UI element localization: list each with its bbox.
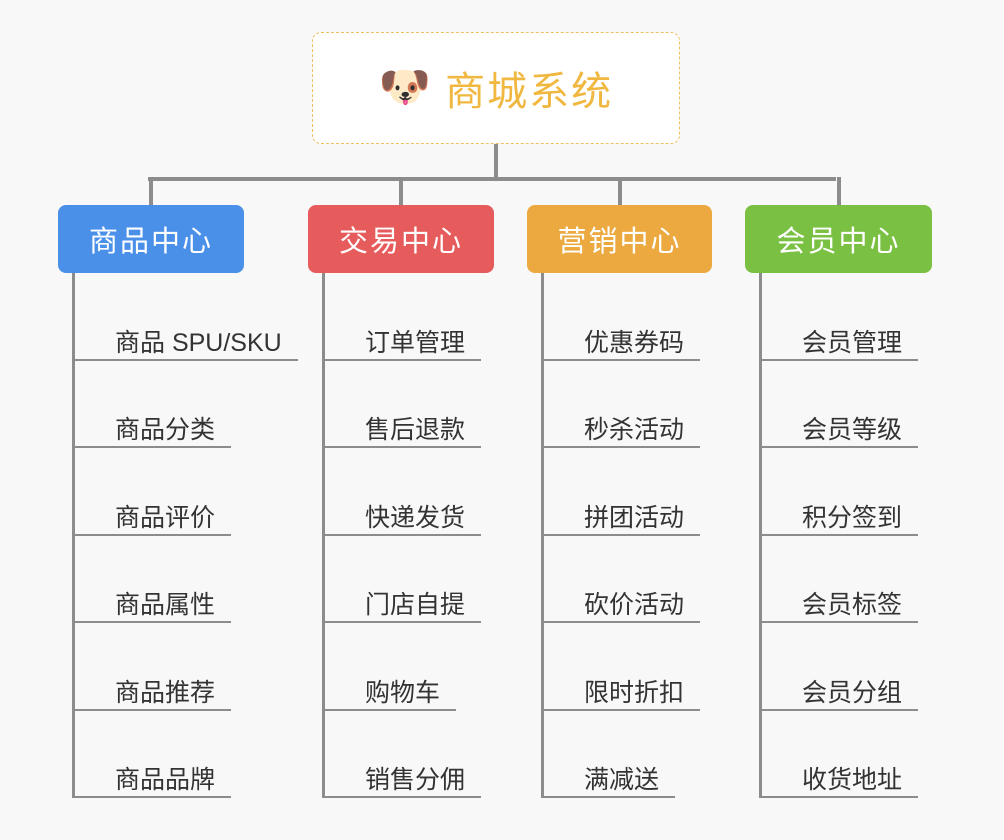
- leaf-item-underline: [762, 446, 918, 448]
- leaf-item-label: 会员标签: [802, 591, 903, 619]
- leaf-item-underline: [75, 446, 231, 448]
- leaf-item-underline: [75, 708, 231, 711]
- leaf-item-underline: [762, 358, 918, 361]
- leaf-item-label: 商品分类: [115, 416, 216, 444]
- column-product-center: 商品中心商品 SPU/SKU 商品分类商品评价商品属性商品推荐商品品牌: [58, 205, 298, 798]
- leaf-item-underline: [325, 533, 481, 536]
- leaf-list-marketing-center: 优惠券码秒杀活动拼团活动砍价活动限时折扣满减送: [541, 273, 712, 798]
- leaf-list-member-center: 会员管理会员等级积分签到会员标签会员分组收货地址: [759, 273, 932, 798]
- root-node-title: 商城系统: [445, 70, 614, 114]
- leaf-item-label: 满减送: [584, 766, 660, 794]
- connector-drop-marketing-center: [617, 177, 622, 205]
- leaf-item[interactable]: 收货地址: [762, 711, 932, 798]
- leaf-item-underline: [325, 621, 481, 623]
- leaf-item[interactable]: 销售分佣: [325, 711, 494, 798]
- category-header-label: 营销中心: [557, 226, 682, 258]
- leaf-item-label: 购物车: [365, 678, 441, 707]
- connector-drop-member-center: [836, 177, 841, 205]
- leaf-item[interactable]: 会员标签: [762, 536, 932, 623]
- leaf-item-underline: [762, 621, 918, 623]
- leaf-item-label: 优惠券码: [584, 328, 685, 357]
- leaf-item-label: 门店自提: [365, 591, 466, 619]
- leaf-item[interactable]: 积分签到: [762, 448, 932, 536]
- category-header-label: 交易中心: [338, 226, 463, 258]
- connector-root-stem: [494, 144, 498, 180]
- leaf-item-underline: [762, 533, 918, 536]
- leaf-item[interactable]: 商品分类: [75, 361, 244, 448]
- leaf-item-label: 限时折扣: [584, 678, 685, 707]
- leaf-item-label: 砍价活动: [584, 591, 685, 619]
- leaf-item[interactable]: 商品推荐: [75, 623, 244, 711]
- category-header-product-center[interactable]: 商品中心: [58, 205, 244, 273]
- leaf-item-underline: [75, 358, 298, 361]
- leaf-item-underline: [325, 446, 481, 448]
- leaf-list-trade-center: 订单管理售后退款快递发货门店自提购物车销售分佣: [322, 273, 494, 798]
- leaf-item[interactable]: 快递发货: [325, 448, 494, 536]
- leaf-item-underline: [544, 446, 700, 448]
- root-node-mall-system[interactable]: 🐶 商城系统: [312, 32, 680, 144]
- category-header-marketing-center[interactable]: 营销中心: [527, 205, 712, 273]
- column-trade-center: 交易中心订单管理售后退款快递发货门店自提购物车销售分佣: [308, 205, 494, 798]
- leaf-item[interactable]: 满减送: [544, 711, 712, 798]
- leaf-item[interactable]: 会员分组: [762, 623, 932, 711]
- leaf-list-product-center: 商品 SPU/SKU 商品分类商品评价商品属性商品推荐商品品牌: [72, 273, 298, 798]
- leaf-item-label: 销售分佣: [365, 766, 466, 794]
- category-header-member-center[interactable]: 会员中心: [745, 205, 932, 273]
- leaf-item-label: 售后退款: [365, 416, 466, 444]
- column-marketing-center: 营销中心优惠券码秒杀活动拼团活动砍价活动限时折扣满减送: [527, 205, 712, 798]
- leaf-item-label: 商品评价: [115, 503, 216, 532]
- category-header-trade-center[interactable]: 交易中心: [308, 205, 494, 273]
- leaf-item-underline: [544, 708, 700, 711]
- leaf-item-label: 会员等级: [802, 416, 903, 444]
- leaf-item[interactable]: 会员等级: [762, 361, 932, 448]
- leaf-item-underline: [325, 358, 481, 361]
- leaf-item[interactable]: 秒杀活动: [544, 361, 712, 448]
- leaf-item-label: 商品 SPU/SKU: [115, 328, 282, 357]
- connector-drop-product-center: [149, 177, 153, 205]
- leaf-item[interactable]: 拼团活动: [544, 448, 712, 536]
- leaf-item-underline: [762, 796, 918, 798]
- leaf-item[interactable]: 商品评价: [75, 448, 244, 536]
- connector-drop-trade-center: [399, 177, 403, 205]
- category-header-label: 商品中心: [88, 226, 213, 258]
- leaf-item[interactable]: 优惠券码: [544, 273, 712, 361]
- leaf-item[interactable]: 砍价活动: [544, 536, 712, 623]
- leaf-item-label: 商品属性: [115, 591, 216, 619]
- leaf-item-label: 订单管理: [365, 328, 466, 357]
- leaf-item-underline: [75, 621, 231, 623]
- leaf-item-label: 拼团活动: [584, 503, 685, 532]
- leaf-item[interactable]: 购物车: [325, 623, 494, 711]
- leaf-item-label: 快递发货: [365, 503, 466, 532]
- leaf-item-underline: [544, 533, 700, 536]
- column-member-center: 会员中心会员管理会员等级积分签到会员标签会员分组收货地址: [745, 205, 932, 798]
- leaf-item-label: 会员分组: [802, 678, 903, 707]
- leaf-item-underline: [325, 708, 456, 711]
- leaf-item[interactable]: 会员管理: [762, 273, 932, 361]
- leaf-item-underline: [75, 533, 231, 536]
- leaf-item-underline: [544, 358, 700, 361]
- connector-horizontal-bus: [148, 177, 836, 181]
- leaf-item-label: 收货地址: [802, 766, 903, 794]
- leaf-item-label: 会员管理: [802, 328, 903, 357]
- leaf-item[interactable]: 门店自提: [325, 536, 494, 623]
- leaf-item[interactable]: 商品属性: [75, 536, 244, 623]
- leaf-item-underline: [544, 621, 700, 623]
- category-header-label: 会员中心: [776, 226, 901, 258]
- leaf-item-label: 商品推荐: [115, 678, 216, 707]
- leaf-item[interactable]: 商品品牌: [75, 711, 244, 798]
- leaf-item-underline: [75, 796, 231, 798]
- leaf-item[interactable]: 售后退款: [325, 361, 494, 448]
- leaf-item-label: 商品品牌: [115, 766, 216, 794]
- leaf-item-underline: [762, 708, 918, 711]
- shiba-dog-face-icon: 🐶: [378, 63, 432, 110]
- leaf-item-label: 积分签到: [802, 503, 903, 532]
- leaf-item-label: 秒杀活动: [584, 416, 685, 444]
- leaf-item[interactable]: 订单管理: [325, 273, 494, 361]
- leaf-item-underline: [544, 796, 675, 798]
- leaf-item-underline: [325, 796, 481, 798]
- leaf-item[interactable]: 限时折扣: [544, 623, 712, 711]
- leaf-item[interactable]: 商品 SPU/SKU: [75, 273, 298, 361]
